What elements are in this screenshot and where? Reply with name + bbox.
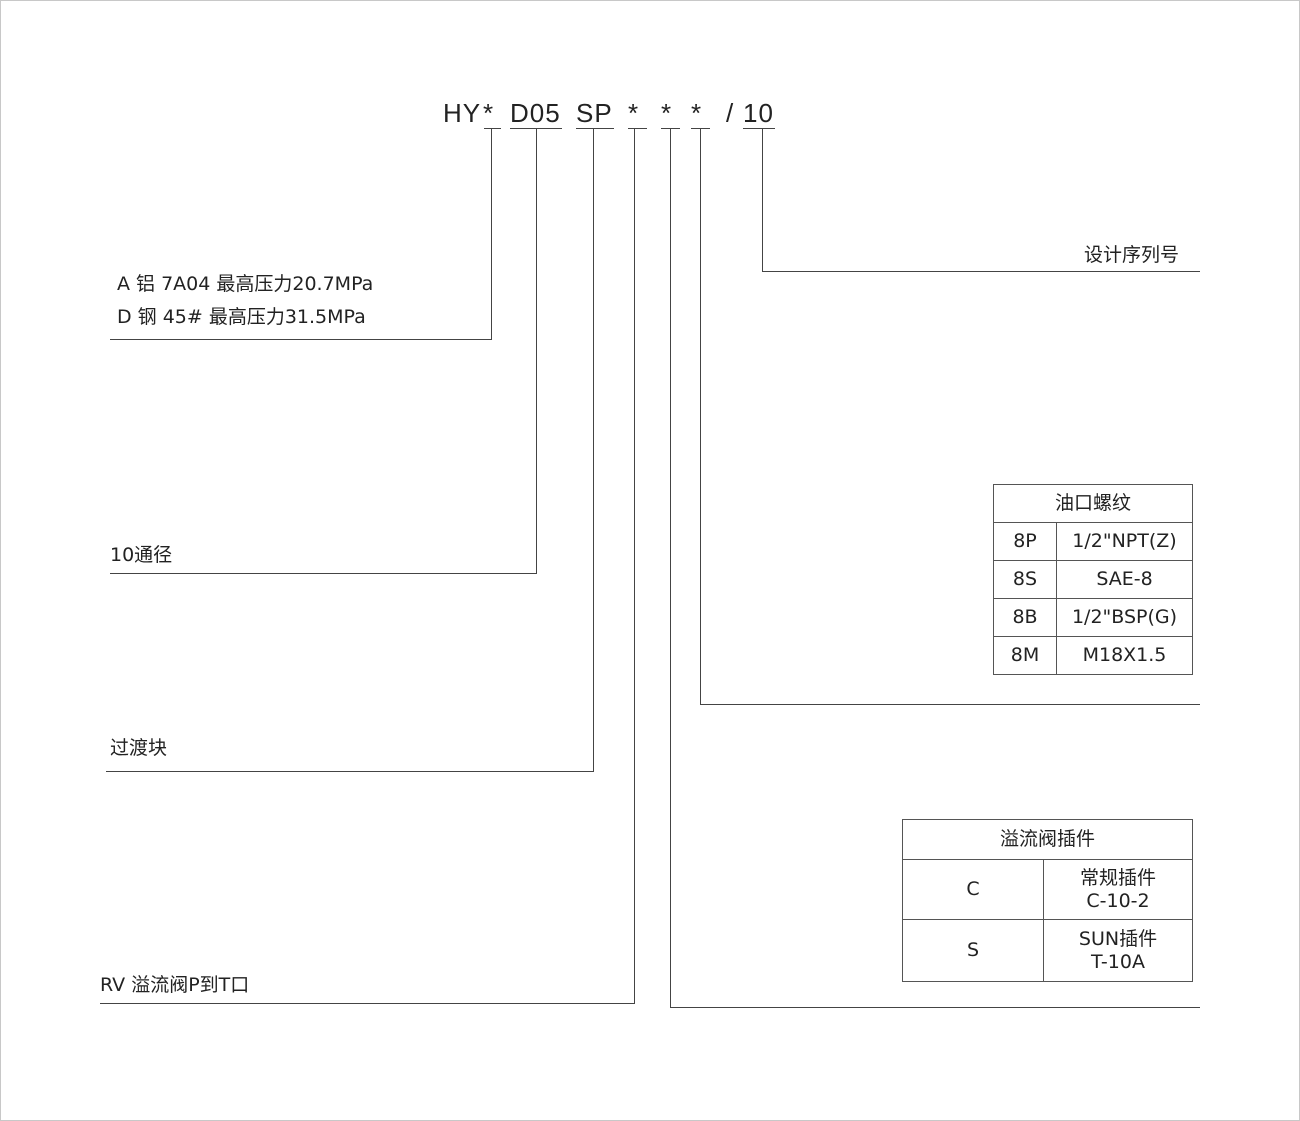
cartridge-desc: SUN插件 T-10A (1043, 919, 1193, 982)
leader-bore-horizontal (110, 573, 537, 574)
thread-code: 8P (993, 522, 1057, 561)
thread-spec: 1/2"BSP(G) (1056, 598, 1193, 637)
cartridge-desc-line1: SUN插件 (1078, 927, 1158, 950)
table-row: S SUN插件 T-10A (902, 919, 1193, 982)
thread-code: 8M (993, 636, 1057, 675)
code-serial: 10 (743, 98, 774, 128)
code-thread-star: * (691, 98, 703, 128)
code-material-star: * (483, 98, 495, 128)
leader-serial-horizontal (762, 271, 1200, 272)
leader-thread-horizontal (700, 704, 1200, 705)
underline-sp (576, 128, 614, 129)
cartridge-table: 溢流阀插件 C 常规插件 C-10-2 S SUN插件 T-10A (902, 819, 1193, 982)
table-row: 8P 1/2"NPT(Z) (993, 522, 1193, 561)
leader-adapter-horizontal (106, 771, 594, 772)
underline-cartridge (661, 128, 680, 129)
thread-spec: SAE-8 (1056, 560, 1193, 599)
port-thread-title: 油口螺纹 (993, 484, 1193, 523)
leader-adapter-vertical (593, 129, 594, 771)
code-function-star: * (628, 98, 640, 128)
underline-function (628, 128, 647, 129)
adapter-label: 过渡块 (110, 737, 168, 759)
code-cartridge-star: * (661, 98, 673, 128)
leader-bore-vertical (536, 129, 537, 573)
leader-cartridge-vertical (670, 129, 671, 1007)
leader-material-vertical (491, 129, 492, 339)
leader-material-horizontal (110, 339, 492, 340)
leader-thread-vertical (700, 129, 701, 704)
leader-function-horizontal (100, 1003, 635, 1004)
table-row: 8M M18X1.5 (993, 636, 1193, 675)
code-hy: HY (443, 98, 482, 128)
material-option-a: A 铝 7A04 最高压力20.7MPa (117, 273, 374, 295)
cartridge-desc: 常规插件 C-10-2 (1043, 859, 1193, 920)
underline-d05 (510, 128, 562, 129)
leader-cartridge-horizontal (670, 1007, 1200, 1008)
table-row: 8S SAE-8 (993, 560, 1193, 599)
function-label: RV 溢流阀P到T口 (100, 974, 250, 996)
table-row: 8B 1/2"BSP(G) (993, 598, 1193, 637)
table-row: C 常规插件 C-10-2 (902, 859, 1193, 920)
thread-code: 8S (993, 560, 1057, 599)
thread-spec: 1/2"NPT(Z) (1056, 522, 1193, 561)
code-d05: D05 (510, 98, 561, 128)
bore-label: 10通径 (110, 544, 173, 566)
underline-thread (691, 128, 710, 129)
thread-code: 8B (993, 598, 1057, 637)
cartridge-title: 溢流阀插件 (902, 819, 1193, 860)
code-sp: SP (576, 98, 613, 128)
cartridge-desc-line2: C-10-2 (1086, 889, 1150, 912)
cartridge-desc-line2: T-10A (1091, 950, 1145, 973)
underline-serial (743, 128, 775, 129)
cartridge-desc-line1: 常规插件 (1079, 866, 1156, 889)
cartridge-code: C (902, 859, 1044, 920)
design-serial-label: 设计序列号 (1084, 244, 1180, 266)
port-thread-table: 油口螺纹 8P 1/2"NPT(Z) 8S SAE-8 8B 1/2"BSP(G… (993, 484, 1193, 675)
leader-serial-vertical (762, 129, 763, 271)
thread-spec: M18X1.5 (1056, 636, 1193, 675)
code-slash: / (726, 98, 735, 128)
leader-function-vertical (634, 129, 635, 1003)
underline-material (484, 128, 501, 129)
cartridge-code: S (902, 919, 1044, 982)
material-option-d: D 钢 45# 最高压力31.5MPa (117, 306, 366, 328)
